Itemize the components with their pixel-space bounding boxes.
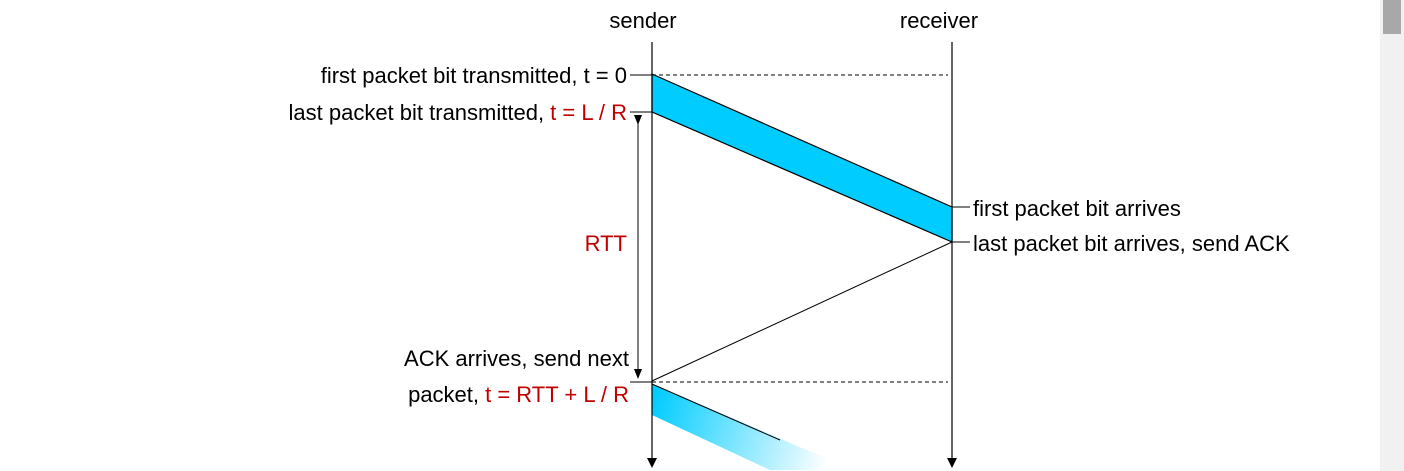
next-packet-band-edge [651,383,781,441]
last-bit-arrives-label: last packet bit arrives, send ACK [973,231,1290,256]
scrollbar-thumb[interactable] [1383,0,1401,34]
packet-transmission-band [651,73,953,243]
last-bit-transmitted-label: last packet bit transmitted, t = L / R [289,100,628,125]
vertical-scrollbar[interactable] [1380,0,1404,471]
ack-arrives-label: ACK arrives, send next [404,346,629,371]
rtt-label: RTT [585,231,627,256]
receiver-label: receiver [900,8,978,33]
next-packet-text: packet, [408,382,485,407]
receiver-timeline-arrowhead [947,458,957,468]
sender-timeline-arrowhead [647,458,657,468]
t-l-over-r-label: t = L / R [550,100,627,125]
sender-label: sender [609,8,676,33]
last-bit-transmitted-text: last packet bit transmitted, [289,100,551,125]
first-bit-arrives-label: first packet bit arrives [973,196,1181,221]
next-packet-time-label: packet, t = RTT + L / R [408,382,629,407]
t-rtt-plus-lr-label: t = RTT + L / R [485,382,629,407]
ack-line [651,241,953,382]
first-bit-transmitted-label: first packet bit transmitted, t = 0 [321,63,627,88]
next-packet-band [652,384,830,470]
